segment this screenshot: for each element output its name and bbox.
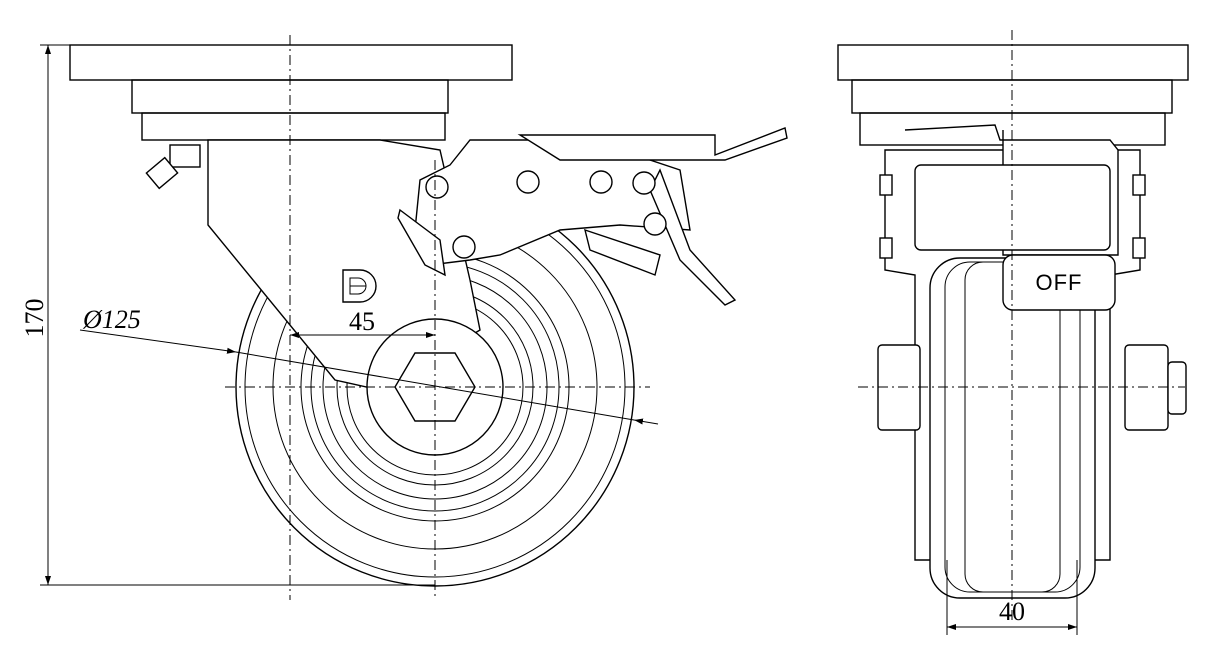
width-dimension: 40 <box>946 560 1078 635</box>
brake-lever <box>649 168 737 306</box>
top-plate <box>69 44 513 81</box>
brake-tab <box>1002 254 1116 311</box>
offset-label: 45 <box>349 307 375 336</box>
swivel-race <box>141 112 446 141</box>
diameter-label: Ø125 <box>82 305 141 334</box>
front-view: OFF 40 <box>837 30 1189 635</box>
axle-thread <box>1167 361 1187 415</box>
side-view: 170 Ø125 45 <box>20 35 788 600</box>
offset-dimension: 45 <box>290 307 435 338</box>
brake-assembly <box>397 127 788 306</box>
width-label: 40 <box>999 597 1025 626</box>
brake-state-label: OFF <box>1036 270 1083 295</box>
brake-pedal <box>517 127 788 161</box>
diameter-dimension: Ø125 <box>79 305 659 425</box>
brand-logo <box>342 269 377 303</box>
height-dimension-label: 170 <box>20 299 49 338</box>
height-dimension: 170 <box>20 44 435 586</box>
grease-nipple <box>145 144 201 190</box>
top-plate-front <box>837 44 1189 81</box>
